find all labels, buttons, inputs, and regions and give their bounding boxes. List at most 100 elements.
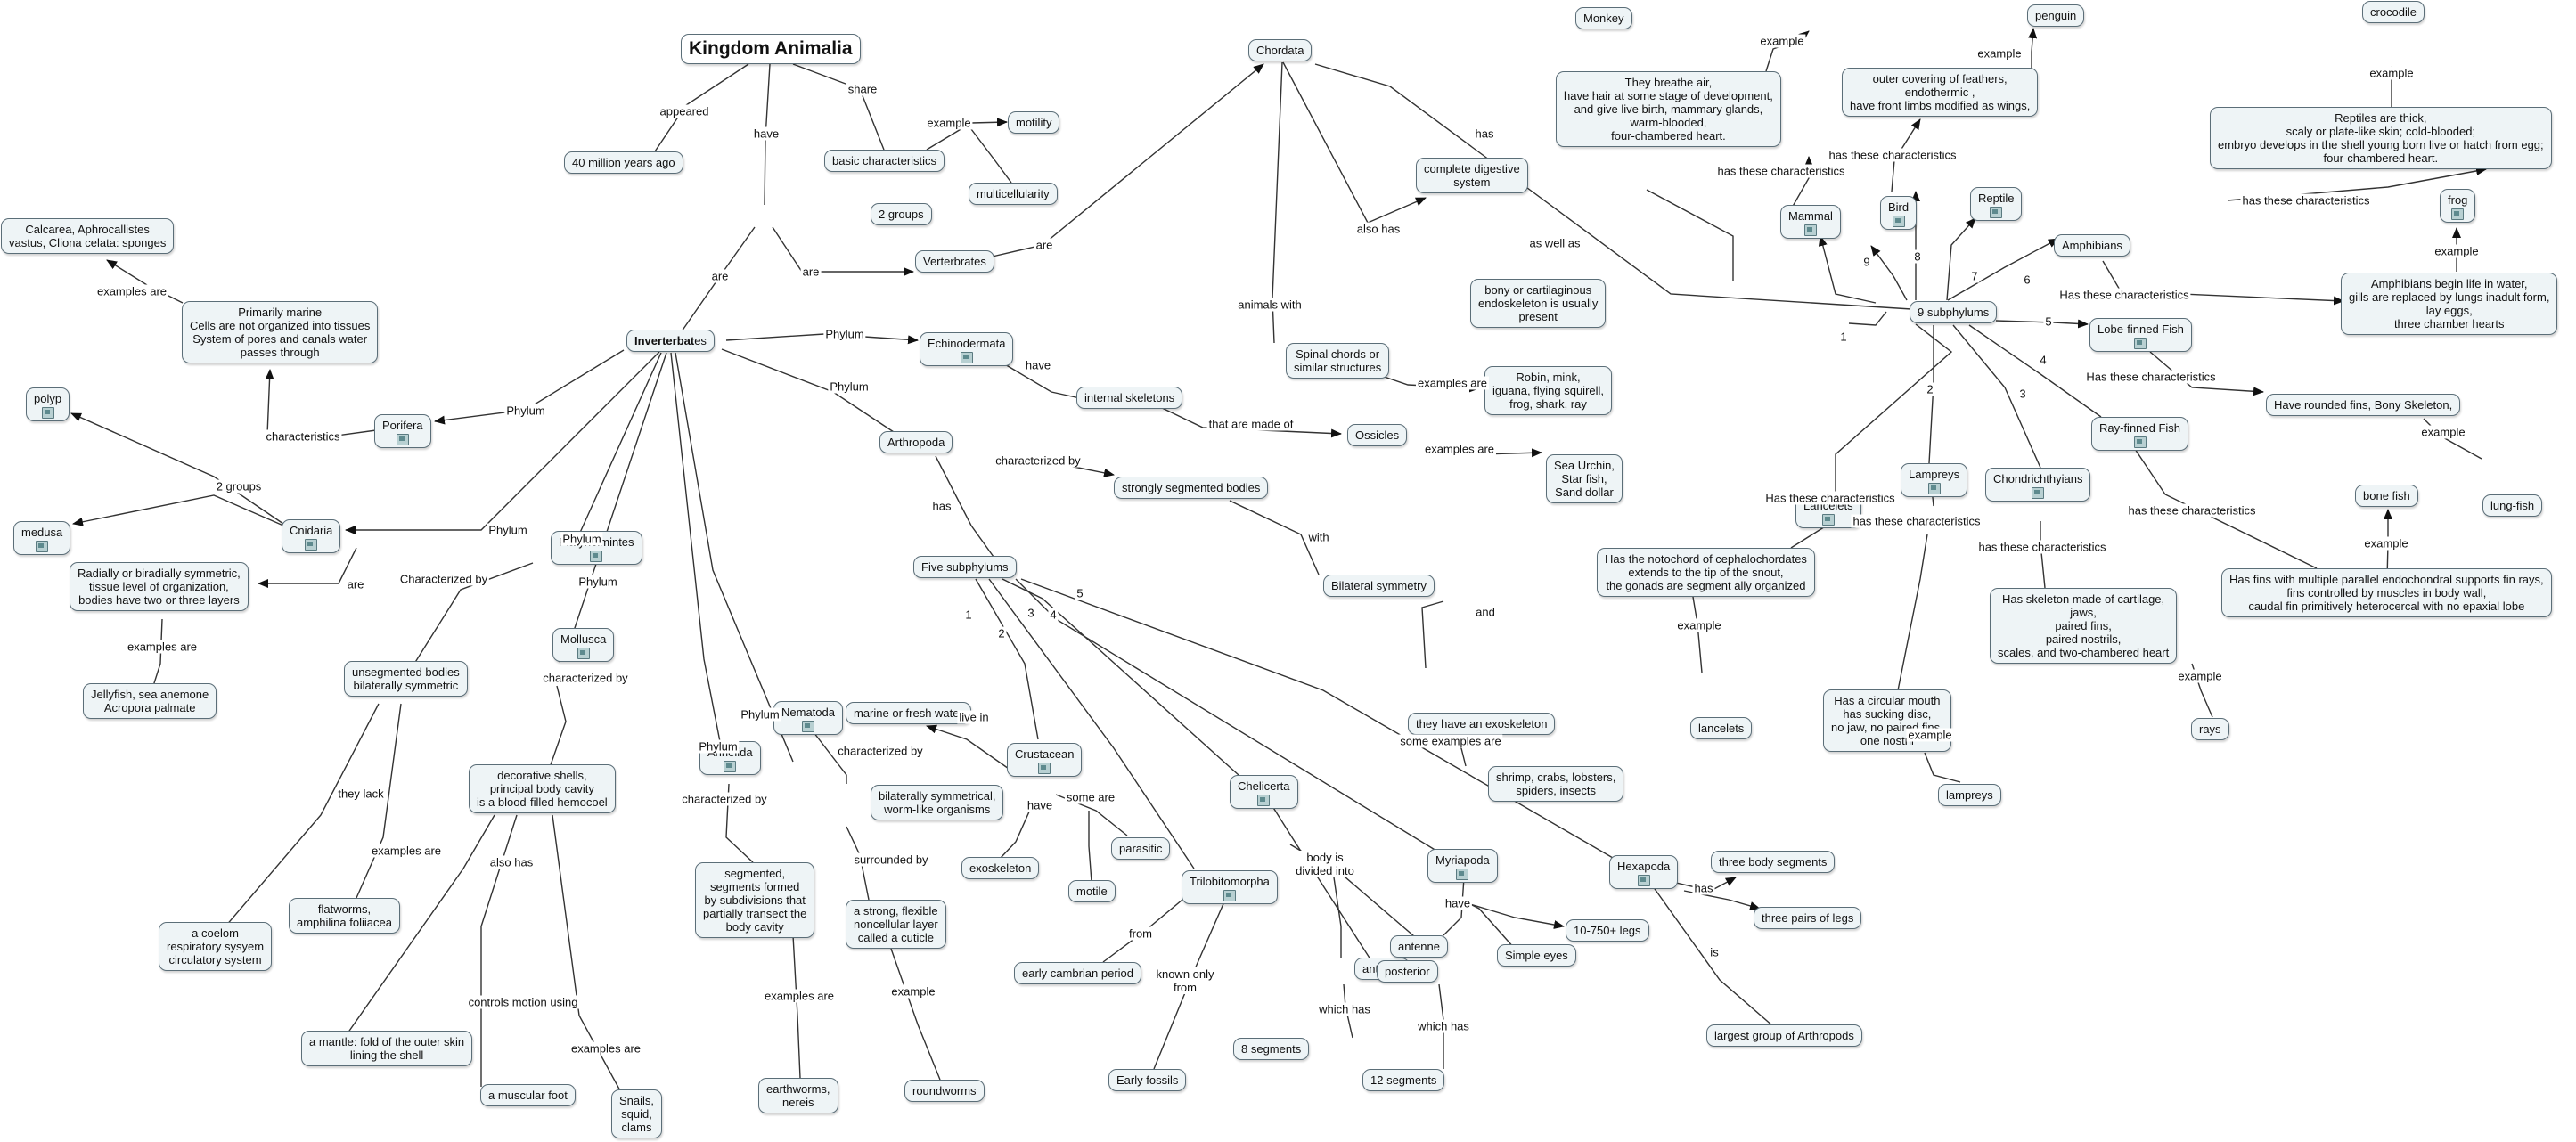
node-rays[interactable]: rays [2191,718,2229,740]
node-crocodile[interactable]: crocodile [2362,1,2425,23]
node-motility[interactable]: motility [1008,111,1060,134]
node-mollusca[interactable]: Mollusca [552,628,615,662]
resource-icon[interactable] [724,761,737,772]
node-antenne[interactable]: antenne [1390,935,1448,958]
resource-icon[interactable] [2134,338,2147,349]
node-coelom[interactable]: a coelom respiratory sysyem circulatory … [159,922,273,971]
node-motile[interactable]: motile [1068,880,1116,902]
node-shrimp-examples[interactable]: shrimp, crabs, lobsters, spiders, insect… [1488,766,1624,802]
node-jellyfish-examples[interactable]: Jellyfish, sea anemone Acropora palmate [83,683,217,719]
node-sea-urchin-examples[interactable]: Sea Urchin, Star fish, Sand dollar [1546,454,1623,503]
node-chondr-characteristics[interactable]: Has skeleton made of cartilage, jaws, pa… [1990,588,2178,664]
node-myriapoda[interactable]: Myriapoda [1427,849,1498,883]
node-segmented-body[interactable]: segmented, segments formed by subdivisio… [695,862,815,938]
node-40-million-years[interactable]: 40 million years ago [564,151,683,174]
resource-icon[interactable] [577,648,590,659]
node-muscular-foot[interactable]: a muscular foot [480,1084,576,1106]
node-medusa[interactable]: medusa [13,521,71,555]
resource-icon[interactable] [305,539,318,551]
node-reptile-characteristics[interactable]: Reptiles are thick, scaly or plate-like … [2210,107,2552,169]
node-chelicerta[interactable]: Chelicerta [1230,775,1298,809]
node-legs-range[interactable]: 10-750+ legs [1566,919,1649,942]
node-frog[interactable]: frog [2440,189,2476,223]
node-lamprey-characteristics[interactable]: Has a circular mouth has sucking disc, n… [1823,689,1951,752]
node-bilateral-worm[interactable]: bilaterally symmetrical, worm-like organ… [871,785,1004,820]
resource-icon[interactable] [590,551,603,562]
resource-icon[interactable] [1257,795,1271,806]
node-lobe-characteristics[interactable]: Have rounded fins, Bony Skeleton, [2266,394,2461,416]
node-2-groups[interactable]: 2 groups [871,203,932,225]
resource-icon[interactable] [1223,890,1236,901]
node-complete-digestive[interactable]: complete digestive system [1416,158,1528,193]
node-lobe-finned-fish[interactable]: Lobe-finned Fish [2089,318,2192,352]
resource-icon[interactable] [1927,483,1941,494]
node-three-body-segments[interactable]: three body segments [1711,851,1836,873]
node-penguin[interactable]: penguin [2027,4,2085,27]
node-lampreys-example[interactable]: lampreys [1938,784,2001,806]
node-early-fossils[interactable]: Early fossils [1108,1069,1187,1091]
node-bilateral-symmetry[interactable]: Bilateral symmetry [1323,575,1435,597]
resource-icon[interactable] [1990,207,2003,218]
node-12-segments[interactable]: 12 segments [1362,1069,1445,1091]
node-mantle[interactable]: a mantle: fold of the outer skin lining … [301,1031,473,1066]
resource-icon[interactable] [396,434,409,445]
node-porifera[interactable]: Porifera [374,414,431,448]
resource-icon[interactable] [1637,875,1650,886]
node-8-segments[interactable]: 8 segments [1233,1038,1310,1060]
node-multicellularity[interactable]: multicellularity [969,183,1058,205]
node-kingdom-animalia[interactable]: Kingdom Animalia [681,34,861,64]
node-simple-eyes[interactable]: Simple eyes [1497,944,1576,967]
node-posterior[interactable]: posterior [1377,960,1438,983]
node-ray-finned-fish[interactable]: Ray-finned Fish [2091,417,2189,451]
node-internal-skeletons[interactable]: internal skeletons [1076,387,1183,409]
resource-icon[interactable] [2451,208,2465,220]
node-chordata[interactable]: Chordata [1248,39,1313,61]
node-radially-symmetric[interactable]: Radially or biradially symmetric, tissue… [70,562,249,611]
node-flatworms[interactable]: flatworms, amphilina foliiacea [289,898,400,934]
node-lampreys[interactable]: Lampreys [1901,463,1968,497]
node-parasitic[interactable]: parasitic [1111,837,1171,860]
node-lancelet-characteristics[interactable]: Has the notochord of cephalochordates ex… [1597,548,1815,597]
node-crustacean[interactable]: Crustacean [1007,743,1083,777]
node-amphibians[interactable]: Amphibians [2054,234,2130,257]
node-polyp[interactable]: polyp [26,387,70,421]
resource-icon[interactable] [41,407,54,419]
node-earthworms[interactable]: earthworms, nereis [758,1078,838,1113]
node-chondrichthyians[interactable]: Chondrichthyians [1985,468,2091,502]
node-basic-characteristics[interactable]: basic characteristics [824,150,945,172]
node-largest-group[interactable]: largest group of Arthropods [1706,1024,1862,1047]
resource-icon[interactable] [960,352,973,363]
node-monkey[interactable]: Monkey [1575,7,1632,29]
node-bird[interactable]: Bird [1880,196,1918,230]
node-echinodermata[interactable]: Echinodermata [920,332,1014,366]
node-invertebrates[interactable]: Inverterbates [626,330,715,352]
resource-icon[interactable] [1803,224,1817,236]
node-cnidaria[interactable]: Cnidaria [282,519,341,553]
node-primarily-marine[interactable]: Primarily marine Cells are not organized… [182,301,379,363]
node-arthropoda[interactable]: Arthropoda [879,431,953,453]
node-have-exoskeleton[interactable]: they have an exoskeleton [1408,713,1556,735]
node-calcarea-examples[interactable]: Calcarea, Aphrocallistes vastus, Cliona … [1,218,175,254]
node-vertebrates[interactable]: Verterbrates [915,250,994,273]
node-decorative-shells[interactable]: decorative shells, principal body cavity… [469,764,616,813]
node-marine-fresh-water[interactable]: marine or fresh water [846,702,971,724]
node-spinal-chords[interactable]: Spinal chords or similar structures [1286,343,1390,379]
node-nematoda[interactable]: Nematoda [773,701,843,735]
node-cuticle[interactable]: a strong, flexible noncellular layer cal… [846,900,946,949]
resource-icon[interactable] [2032,487,2045,499]
node-lancelets-example[interactable]: lancelets [1690,717,1753,739]
node-ossicles[interactable]: Ossicles [1347,424,1408,446]
node-robin-examples[interactable]: Robin, mink, iguana, flying squirell, fr… [1484,366,1613,415]
node-bird-characteristics[interactable]: outer covering of feathers, endothermic … [1842,68,2039,117]
node-reptile[interactable]: Reptile [1970,187,2023,221]
node-ray-characteristics[interactable]: Has fins with multiple parallel endochon… [2221,568,2552,617]
node-amphibian-characteristics[interactable]: Amphibians begin life in water, gills ar… [2341,273,2558,335]
node-three-pairs-legs[interactable]: three pairs of legs [1754,907,1862,929]
node-9-subphylums[interactable]: 9 subphylums [1910,301,1998,323]
resource-icon[interactable] [801,721,814,732]
node-exoskeleton[interactable]: exoskeleton [961,857,1040,879]
resource-icon[interactable] [1821,514,1835,526]
node-snails-examples[interactable]: Snails, squid, clams [611,1089,663,1138]
node-five-subphylums[interactable]: Five subphylums [913,556,1017,578]
node-strongly-segmented[interactable]: strongly segmented bodies [1114,477,1269,499]
